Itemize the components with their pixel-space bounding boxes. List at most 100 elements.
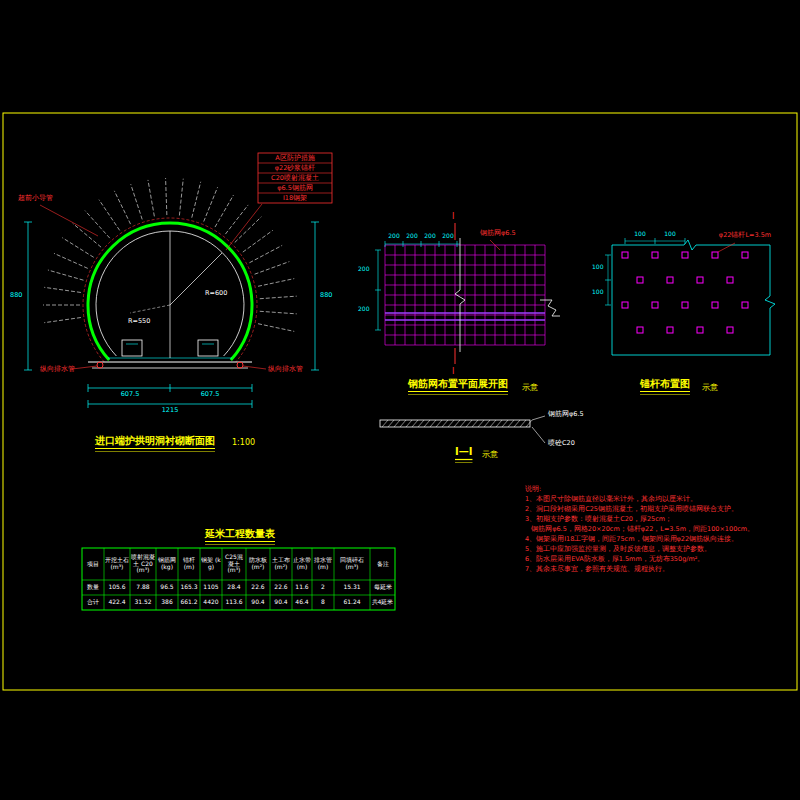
drain-pipe [237,362,243,368]
callout-item: φ6.5钢筋网 [277,185,313,192]
radius-label: R=550 [128,318,150,325]
rock-bolt [192,182,201,218]
title-underline [408,391,508,392]
drain-pipe [97,362,103,368]
table-cell: 共4延米 [371,596,394,609]
note-line: 说明: [525,486,541,493]
dimension: 880 [320,292,332,299]
table-cell: 钢架 (kg) [201,549,221,579]
hatch-line [424,420,430,427]
leader-line [226,204,262,250]
section-mark-label: I [452,212,454,221]
section-mark [455,223,456,240]
note-line: 6、防水层采用EVA防水板，厚1.5mm，无纺布350g/m²。 [525,556,704,563]
hatch-line [478,420,484,427]
hatch-line [448,420,454,427]
drawing-line [311,222,319,223]
drawing-line [258,173,332,174]
hatch-line [454,420,460,427]
hatch-line [520,420,526,427]
title-underline [455,459,472,460]
table-cell: 105.6 [105,581,129,594]
drawing-line [421,241,422,247]
dimension: 100 [664,231,675,238]
dimension: 200 [424,233,435,240]
drawing-line [252,384,253,392]
part-label: 超前小导管 [18,195,53,202]
table-rule [156,548,157,610]
table-rule [222,548,223,610]
hatch-line [406,420,412,427]
table-cell: 数量 [83,581,103,594]
callout-heading: A区防护措施 [275,155,314,162]
note-line: 5、施工中应加强监控量测，及时反馈信息，调整支护参数。 [525,546,711,553]
table-border [82,548,395,610]
note-line: 钢筋网φ6.5，网格20×20cm；锚杆φ22，L=3.5m，间距100×100… [525,526,754,533]
table-cell: 8 [313,596,333,609]
shotcrete-layer [380,420,530,427]
rock-bolt [148,180,154,216]
dimension: 200 [442,233,453,240]
invert-line [88,362,252,363]
table-cell: 28.4 [223,581,245,594]
hatch-line [496,420,502,427]
hatch-line [388,420,394,427]
drawing-title: 钢筋网布置平面展开图 [408,378,508,390]
drawing-title: 进口端护拱明洞衬砌断面图 [95,435,215,447]
mesh-bar [385,325,545,326]
rock-bolt [114,191,130,224]
excavation-line [83,218,257,362]
anchor-symbol [652,252,658,258]
section-mark-label: I [452,367,454,376]
rock-bolt [225,205,248,234]
drawing-line [375,330,381,331]
title-underlines [95,392,690,545]
leader-line [72,366,97,369]
leader-line [40,205,98,236]
anchor-symbol [667,277,673,283]
table-cell: 422.4 [105,596,129,609]
table-cell: 钢筋网 (kg) [157,549,177,579]
rock-bolt [258,324,294,332]
mesh-bar [385,255,545,256]
dimension: 607.5 [201,391,220,398]
rock-bolt [255,262,290,275]
rock-bolt [44,287,81,292]
drawing-line [258,183,332,184]
table-cell: 土工布 (m²) [271,549,291,579]
anchor-symbol [637,327,643,333]
note-line: 4、钢架采用I18工字钢，间距75cm，钢架间采用φ22钢筋纵向连接。 [525,536,738,543]
part-label: 纵向排水管 [268,366,303,373]
anchor-symbol [697,277,703,283]
dimension-line [385,244,460,245]
table-cell: 90.4 [271,596,291,609]
rock-bolt [179,179,183,216]
table-cell: 661.2 [179,596,199,609]
table-rule [312,548,313,610]
drawing-line [170,384,171,392]
table-rule [246,548,247,610]
part-label: 钢筋网φ6.5 [548,411,584,418]
cable-trough [198,340,218,356]
anchor-symbol [697,327,703,333]
drawing-line [655,238,656,244]
part-label: 钢筋网φ6.5 [480,230,516,237]
mesh-bar [385,285,545,286]
table-rule [178,548,179,610]
rock-bolt [99,200,120,231]
mesh-bar [385,265,545,266]
dimension: 100 [634,231,645,238]
anchor-symbol [682,302,688,308]
drawing-line [457,241,458,247]
table-cell: 4420 [201,596,221,609]
table-cell: 165.3 [179,581,199,594]
anchor-symbol [742,252,748,258]
anchor-symbol [652,302,658,308]
drawing-line [24,370,32,371]
table-cell: 2 [313,581,333,594]
table-cell: 22.6 [247,581,269,594]
dimension: 200 [388,233,399,240]
drawing-line [605,305,611,306]
drawing-line [625,238,626,244]
